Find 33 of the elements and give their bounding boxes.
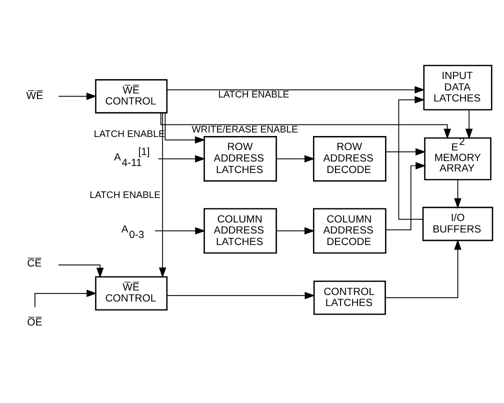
arrow (160, 112, 451, 139)
node-box: I/O BUFFERS (422, 206, 494, 241)
node-box: COLUMN ADDRESS LATCHES (204, 208, 277, 254)
edge-label: LATCH ENABLE (90, 190, 161, 201)
arrow (158, 154, 206, 162)
node-box: COLUMN ADDRESS DECODE (313, 208, 386, 254)
edge-label: WRITE/ERASE ENABLE (192, 124, 298, 135)
node-box: W̅E̅ CONTROL (95, 78, 168, 113)
arrow (398, 96, 426, 220)
arrow (276, 226, 315, 234)
arrow (58, 264, 104, 278)
node-box: ROW ADDRESS LATCHES (204, 136, 277, 182)
arrow (454, 178, 462, 208)
node-box: INPUT DATA LATCHES (423, 64, 492, 110)
arrow (34, 289, 98, 308)
node-text: W̅E̅ (26, 90, 44, 102)
arrow (164, 112, 206, 144)
arrow (166, 291, 316, 299)
arrow (386, 148, 426, 156)
arrow (154, 226, 206, 234)
arrow (58, 92, 97, 100)
node-text: O̅E̅ (27, 317, 42, 328)
arrow (386, 162, 426, 230)
node-box: ROW ADDRESS DECODE (313, 136, 386, 182)
arrow (166, 86, 426, 93)
node-box: W̅E̅ CONTROL (95, 276, 168, 310)
arrow (384, 238, 462, 298)
node-box: CONTROL LATCHES (313, 280, 386, 314)
arrow (158, 112, 166, 278)
node-text: C̅E̅ (27, 258, 42, 270)
arrow (465, 109, 473, 139)
arrow (276, 154, 315, 162)
edge-label: LATCH ENABLE (218, 88, 290, 100)
